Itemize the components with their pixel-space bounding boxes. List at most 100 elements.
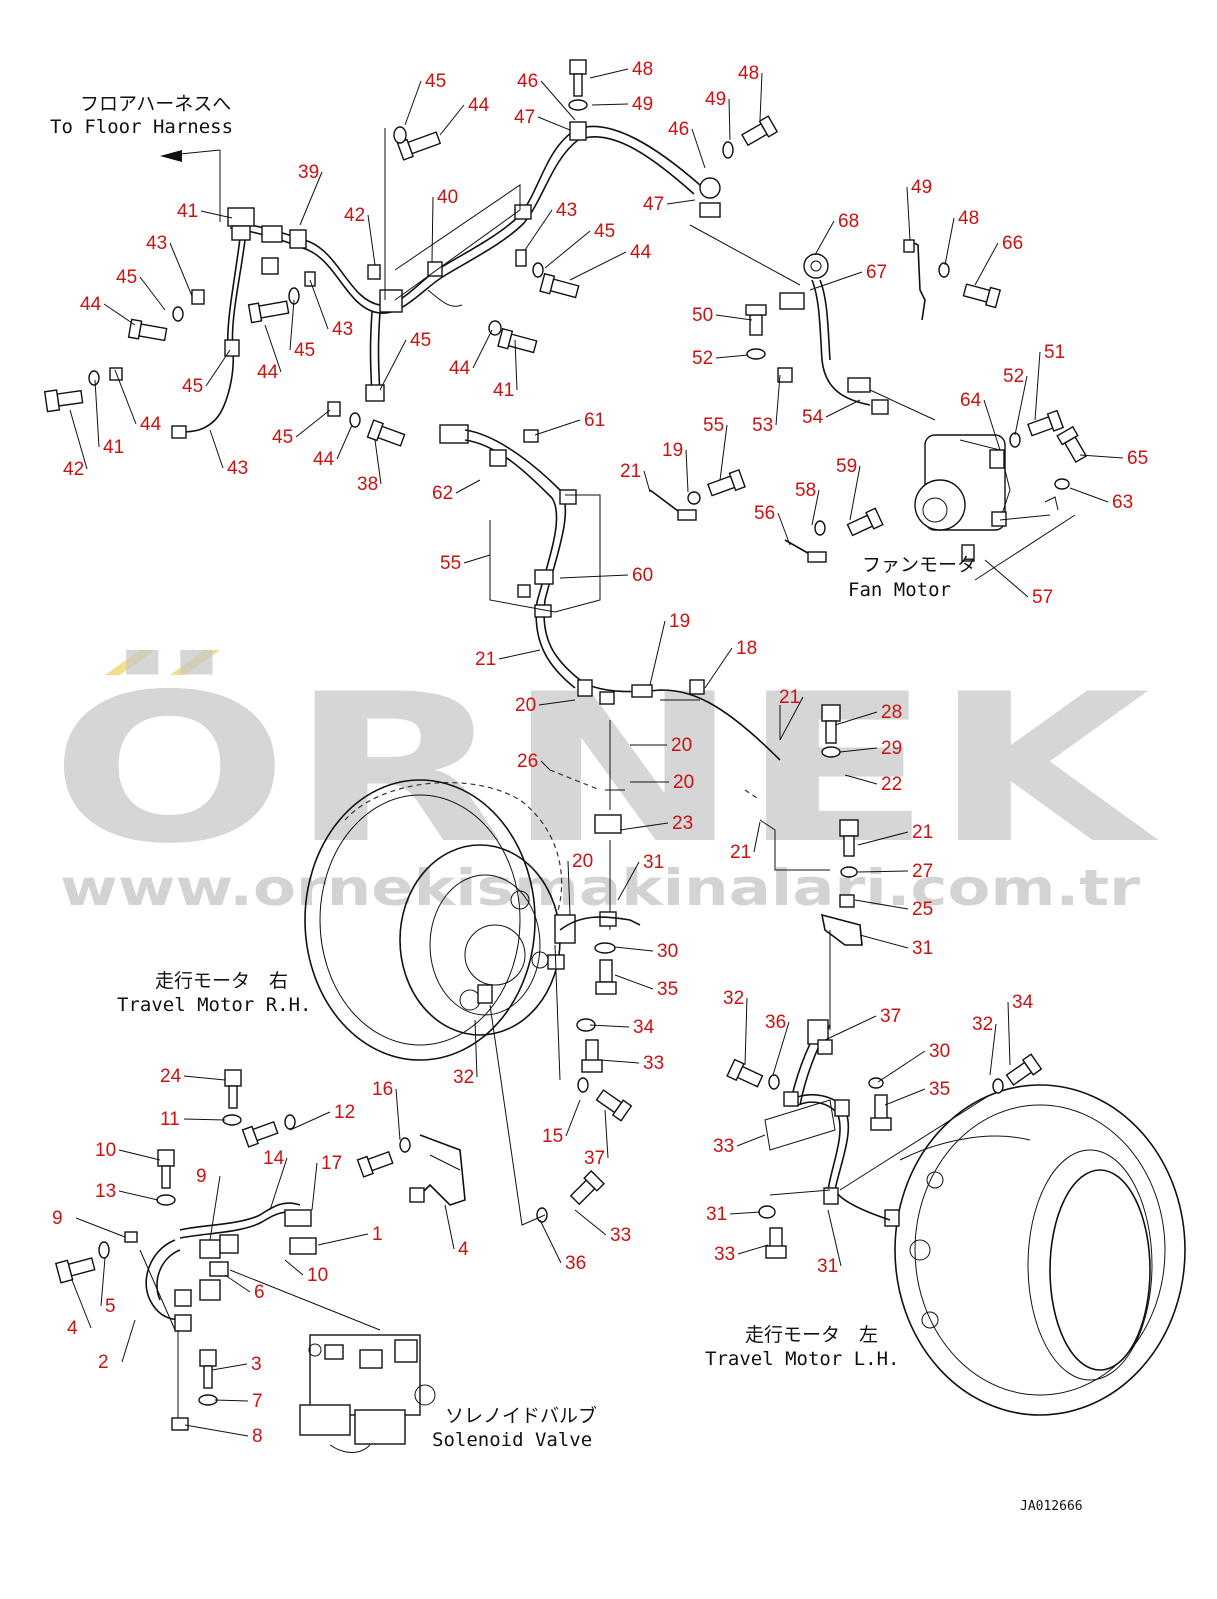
leader-line: [617, 861, 640, 901]
leader-line: [719, 424, 728, 481]
leader-line: [295, 409, 331, 438]
leader-line: [289, 299, 295, 351]
center-harness: [439, 424, 830, 930]
leader-line: [455, 479, 481, 494]
callout-30: 30: [657, 941, 678, 962]
leader-line: [984, 559, 1029, 598]
leader-line: [444, 1204, 455, 1250]
callout-65: 65: [1127, 448, 1148, 469]
leader-line: [472, 329, 493, 369]
leader-line: [614, 974, 654, 990]
leader-line: [1014, 375, 1028, 436]
leader-line: [114, 369, 137, 425]
travel-motor-lh: [726, 1019, 1186, 1416]
leader-line: [71, 1279, 92, 1329]
callout-33: 33: [610, 1225, 631, 1246]
leader-line: [284, 1259, 304, 1276]
callout-24: 24: [160, 1066, 182, 1087]
leader-line: [704, 647, 733, 689]
leader-line: [299, 171, 323, 226]
leader-line: [839, 747, 878, 753]
leader-line: [604, 1109, 609, 1159]
leader-line: [859, 934, 909, 949]
callout-4: 4: [67, 1318, 78, 1339]
callout-9: 9: [196, 1166, 207, 1187]
leader-line: [809, 271, 863, 291]
callout-32: 32: [723, 988, 744, 1009]
callout-68: 68: [838, 211, 859, 232]
callout-48: 48: [738, 63, 759, 84]
leader-line: [569, 251, 627, 281]
leader-line: [139, 276, 166, 311]
callout-56: 56: [754, 503, 775, 524]
callout-63: 63: [1112, 492, 1133, 513]
leader-line: [118, 1149, 161, 1161]
leader-line: [715, 314, 753, 321]
callout-41: 41: [493, 380, 514, 401]
callout-43: 43: [332, 319, 353, 340]
leader-line: [857, 831, 909, 846]
leader-line: [311, 1162, 318, 1211]
leader-line: [474, 1019, 478, 1078]
leader-line: [877, 1050, 926, 1083]
leader-line: [439, 104, 465, 136]
callout-46: 46: [668, 119, 689, 140]
callout-45: 45: [182, 376, 203, 397]
callout-48: 48: [632, 59, 653, 80]
callout-66: 66: [1002, 233, 1023, 254]
leader-line: [404, 80, 422, 126]
leader-line: [736, 1134, 766, 1147]
callout-40: 40: [437, 187, 458, 208]
leader-line: [744, 997, 748, 1066]
callout-43: 43: [146, 233, 167, 254]
leader-line: [715, 354, 749, 359]
callout-29: 29: [881, 738, 902, 759]
travel-motor-rh: [304, 779, 641, 1226]
leader-line: [100, 1257, 106, 1307]
leader-line: [264, 324, 282, 373]
leader-line: [589, 1024, 630, 1028]
leader-line: [1069, 487, 1109, 503]
callout-49: 49: [911, 177, 932, 198]
callout-14: 14: [263, 1148, 285, 1169]
leader-line: [983, 399, 1001, 451]
callout-44: 44: [630, 242, 652, 263]
leader-line: [367, 214, 376, 266]
callout-5: 5: [105, 1296, 116, 1317]
leader-line: [906, 186, 911, 241]
callout-36: 36: [565, 1253, 586, 1274]
callout-1: 1: [372, 1224, 383, 1245]
leader-line: [649, 620, 666, 686]
callout-13: 13: [95, 1181, 116, 1202]
callout-52: 52: [1003, 366, 1024, 387]
leader-line: [537, 116, 571, 131]
leader-line: [1079, 454, 1124, 459]
callout-27: 27: [912, 861, 933, 882]
callout-45: 45: [594, 221, 615, 242]
leader-line: [849, 465, 861, 521]
callout-49: 49: [632, 94, 653, 115]
leader-line: [854, 899, 909, 910]
callout-28: 28: [881, 702, 902, 723]
callout-17: 17: [321, 1153, 342, 1174]
leader-line: [599, 1059, 640, 1064]
fan-motor-label-jp: ファンモータ: [862, 554, 976, 576]
leader-line: [540, 760, 551, 771]
leader-line: [834, 711, 878, 726]
leader-line: [729, 1211, 761, 1215]
callout-31: 31: [817, 1256, 838, 1277]
callout-12: 12: [334, 1102, 355, 1123]
callout-3: 3: [251, 1354, 262, 1375]
leader-lines: [69, 68, 1124, 1437]
leader-line: [209, 429, 224, 469]
callout-38: 38: [357, 474, 378, 495]
callout-21: 21: [620, 461, 641, 482]
callout-59: 59: [836, 456, 857, 477]
callout-44: 44: [449, 358, 471, 379]
callout-57: 57: [1032, 587, 1053, 608]
callout-19: 19: [669, 611, 690, 632]
callout-37: 37: [584, 1148, 605, 1169]
callout-52: 52: [692, 348, 713, 369]
callout-2: 2: [98, 1352, 109, 1373]
callout-47: 47: [514, 107, 535, 128]
